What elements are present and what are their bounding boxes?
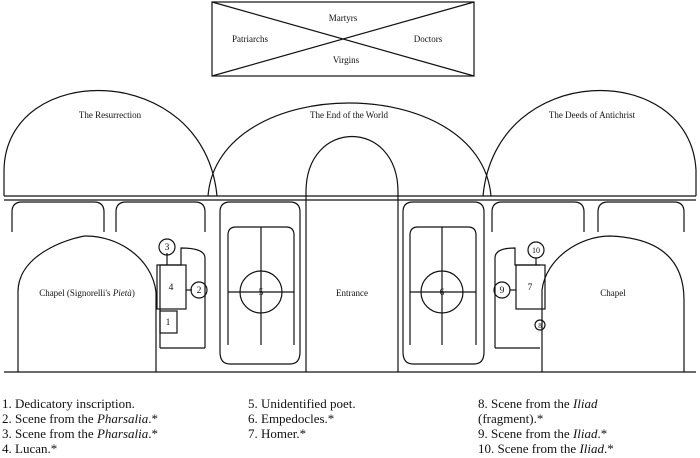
vault-frame [211,1,475,77]
frame-item-1 [159,310,178,334]
marker-label-1: 1 [166,318,171,328]
entrance-arch [305,135,399,372]
marker-circle-3 [158,238,176,256]
vault-label-bottom: Virgins [333,55,360,65]
left-chapel-label: Chapel (Signorelli's Pietà) [39,288,135,298]
lunette-right [482,89,697,197]
marker-label-6: 6 [440,288,445,298]
panel-frame [159,247,206,348]
legend-item-5: 5. Unidentified poet. [248,396,356,411]
marker-label-4: 4 [169,283,174,293]
lunette-label-left: The Resurrection [79,110,142,120]
marker-label-7: 7 [528,283,533,293]
legend-item-2: 2. Scene from the Pharsalia.* [2,411,158,426]
legend-column-3: 8. Scene from the Iliad (fragment).* 9. … [478,396,638,456]
vault-label-right: Doctors [414,34,443,44]
legend-column-1: 1. Dedicatory inscription. 2. Scene from… [2,396,158,456]
marker-label-10: 10 [532,246,540,255]
marker-circle-2 [190,281,208,299]
panel-frame [597,201,685,232]
legend-item-10: 10. Scene from the Iliad.* [478,441,614,456]
legend-item-7: 7. Homer.* [248,426,307,441]
marker-circle-9 [493,281,511,299]
legend-item-9: 9. Scene from the Iliad.* [478,426,608,441]
lunette-label-right: The Deeds of Antichrist [549,110,636,120]
legend-item-8: 8. Scene from the Iliad (fragment).* [478,396,598,426]
legend-item-3: 3. Scene from the Pharsalia.* [2,426,158,441]
frame-item-7 [515,264,546,310]
panel-frame [219,201,301,352]
vault-diagonal [211,1,475,77]
marker-circle-10 [527,241,545,259]
marker-label-9: 9 [500,286,505,296]
legend-item-4: 4. Lucan.* [2,441,58,456]
panel-frame [219,351,301,365]
left-chapel-arch [17,235,157,372]
legend-item-1: 1. Dedicatory inscription. [2,396,135,411]
frame-item-4 [156,264,187,310]
vault-label-top: Martyrs [329,13,358,23]
panel-inner [409,226,477,345]
marker-label-5: 5 [259,288,264,298]
right-chapel-arch [541,235,685,372]
legend-item-6: 6. Empedocles.* [248,411,335,426]
marker-label-8: 8 [538,322,542,330]
marker-label-2: 2 [197,286,202,296]
lunette-left [3,90,218,197]
chapel-wall-diagram: Martyrs Patriarchs Doctors Virgins The R… [3,1,697,373]
right-chapel-label: Chapel [600,288,626,298]
panel-frame [494,247,540,348]
panel-frame [11,201,105,232]
panel-frame [402,201,485,352]
lunette-label-center: The End of the World [310,110,389,120]
panel-frame [115,201,206,232]
legend-column-2: 5. Unidentified poet. 6. Empedocles.* 7.… [248,396,356,441]
marker-circle-8 [534,319,546,331]
panel-frame [402,351,485,365]
lunette-center [207,102,492,197]
vault-label-left: Patriarchs [232,34,268,44]
entrance-label: Entrance [336,288,368,298]
marker-label-3: 3 [165,243,170,253]
marker-circle-5 [239,270,283,314]
marker-circle-6 [420,270,464,314]
panel-frame [491,201,585,232]
